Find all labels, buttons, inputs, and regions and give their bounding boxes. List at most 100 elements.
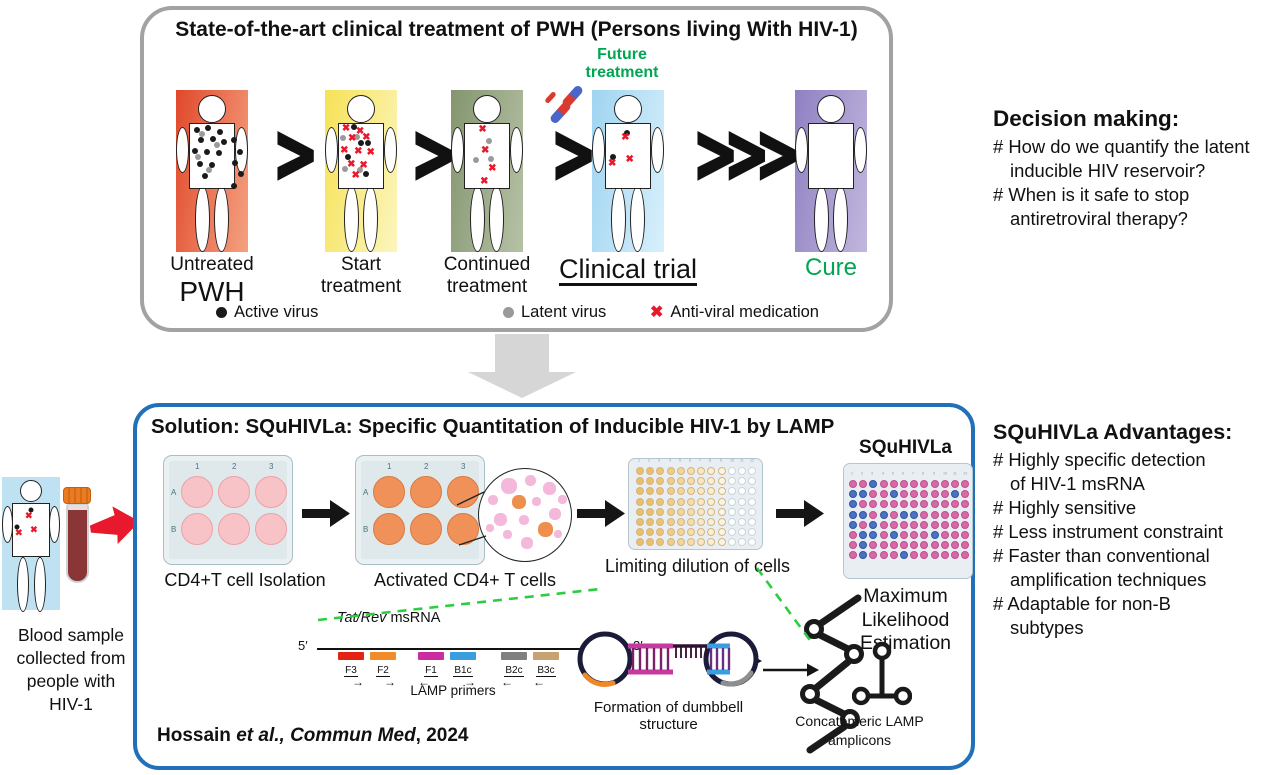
primer-name: B3c <box>536 665 556 677</box>
latent-virus-dot <box>194 154 201 161</box>
gene-label: Tat/Rev msRNA <box>337 610 440 626</box>
assay-well <box>738 518 746 526</box>
assay-well <box>951 541 959 550</box>
assay-well <box>951 480 959 488</box>
assay-well <box>666 528 675 537</box>
assay-well <box>707 507 716 516</box>
assay-well <box>676 497 685 506</box>
down-arrow-stem <box>495 334 549 372</box>
culture-well <box>373 476 405 508</box>
assay-well <box>666 477 675 486</box>
assay-well <box>748 487 757 496</box>
primer-name: B2c <box>504 665 524 677</box>
primer-F1: F1← <box>418 652 444 688</box>
assay-well <box>676 467 685 475</box>
legend-dot <box>216 307 227 318</box>
medication-cross-icon: ✖ <box>347 158 356 170</box>
plate-col-label: 3 <box>871 472 874 476</box>
primer-block <box>338 652 364 660</box>
stage-label: Clinical trial <box>538 254 718 285</box>
plate-col-label: 11 <box>740 459 744 463</box>
assay-well <box>940 500 949 509</box>
assay-well <box>748 507 757 516</box>
assay-well <box>889 480 898 488</box>
person-arm <box>49 506 60 543</box>
medication-cross-icon: ✖ <box>621 132 630 144</box>
primer-B3c: B3c← <box>533 652 559 688</box>
person-leg <box>630 186 645 252</box>
person-leg <box>611 186 626 252</box>
plate-row-label: B <box>171 525 177 534</box>
assay-well <box>930 500 939 509</box>
text-line: Likelihood <box>861 608 950 631</box>
legend-item: Latent virus <box>503 303 606 322</box>
active-virus-dot <box>216 128 223 135</box>
text-line: HIV-1 <box>49 694 93 714</box>
assay-well <box>940 541 949 550</box>
latent-virus-dot <box>353 133 360 140</box>
assay-well <box>707 518 716 526</box>
medication-cross-icon: ✖ <box>478 124 487 136</box>
assay-well <box>697 487 706 496</box>
plate-col-label: 7 <box>699 459 702 463</box>
person-arm <box>592 127 605 173</box>
assay-well <box>707 497 716 506</box>
primer-B2c: B2c← <box>501 652 527 688</box>
person-figure-clinical: ✖✖✖ <box>592 90 664 252</box>
plate-row-label: A <box>171 488 177 497</box>
lamp-primers-caption: LAMP primers <box>410 683 496 698</box>
assay-well <box>920 551 929 560</box>
resting-cell <box>558 494 568 504</box>
active-virus-dot <box>193 127 200 134</box>
plate-col-label: 5 <box>678 459 681 463</box>
top-panel: State-of-the-art clinical treatment of P… <box>140 6 893 332</box>
active-virus-dot <box>28 507 34 513</box>
assay-well <box>859 520 868 529</box>
resting-cell <box>519 515 530 525</box>
latent-virus-dot <box>472 156 479 163</box>
person-leg <box>470 186 485 252</box>
assay-well <box>869 541 878 550</box>
plate-col-label: 6 <box>902 472 905 476</box>
text-line: # Adaptable for non-B <box>993 593 1171 614</box>
text-line: subtypes <box>1010 617 1084 638</box>
assay-well <box>717 528 726 537</box>
assay-well <box>748 528 757 537</box>
assay-well <box>961 541 970 550</box>
active-virus-dot <box>363 170 370 177</box>
text-line: inducible HIV reservoir? <box>1010 160 1206 181</box>
latent-virus-dot <box>357 167 364 174</box>
culture-well <box>181 476 213 508</box>
text-line: # Faster than conventional <box>993 545 1210 566</box>
person-arm <box>651 127 664 173</box>
resting-cell <box>521 537 534 550</box>
assay-well <box>920 541 929 550</box>
person-torso <box>808 123 854 189</box>
stage-label-line: Continued <box>443 254 531 275</box>
culture-well <box>218 476 250 508</box>
person-arm <box>510 127 523 173</box>
active-virus-dot <box>358 140 364 147</box>
assay-well <box>940 551 949 560</box>
medication-cross-icon: ✖ <box>359 160 368 172</box>
plate-col-label: 4 <box>668 459 671 463</box>
person-arm <box>325 127 338 173</box>
assay-well <box>910 490 919 499</box>
text-line: # Highly sensitive <box>993 497 1137 518</box>
assay-well <box>636 528 644 537</box>
person-leg <box>489 186 504 252</box>
active-virus-dot <box>196 160 203 167</box>
plate-col-label: 12 <box>963 472 968 476</box>
assay-well <box>879 551 888 560</box>
medication-cross-icon: ✖ <box>340 144 349 156</box>
resting-cell <box>548 507 561 520</box>
active-virus-dot <box>198 137 204 143</box>
culture-well <box>373 513 405 545</box>
legend-cross-icon: ✖ <box>650 303 664 321</box>
person-leg <box>344 186 359 252</box>
